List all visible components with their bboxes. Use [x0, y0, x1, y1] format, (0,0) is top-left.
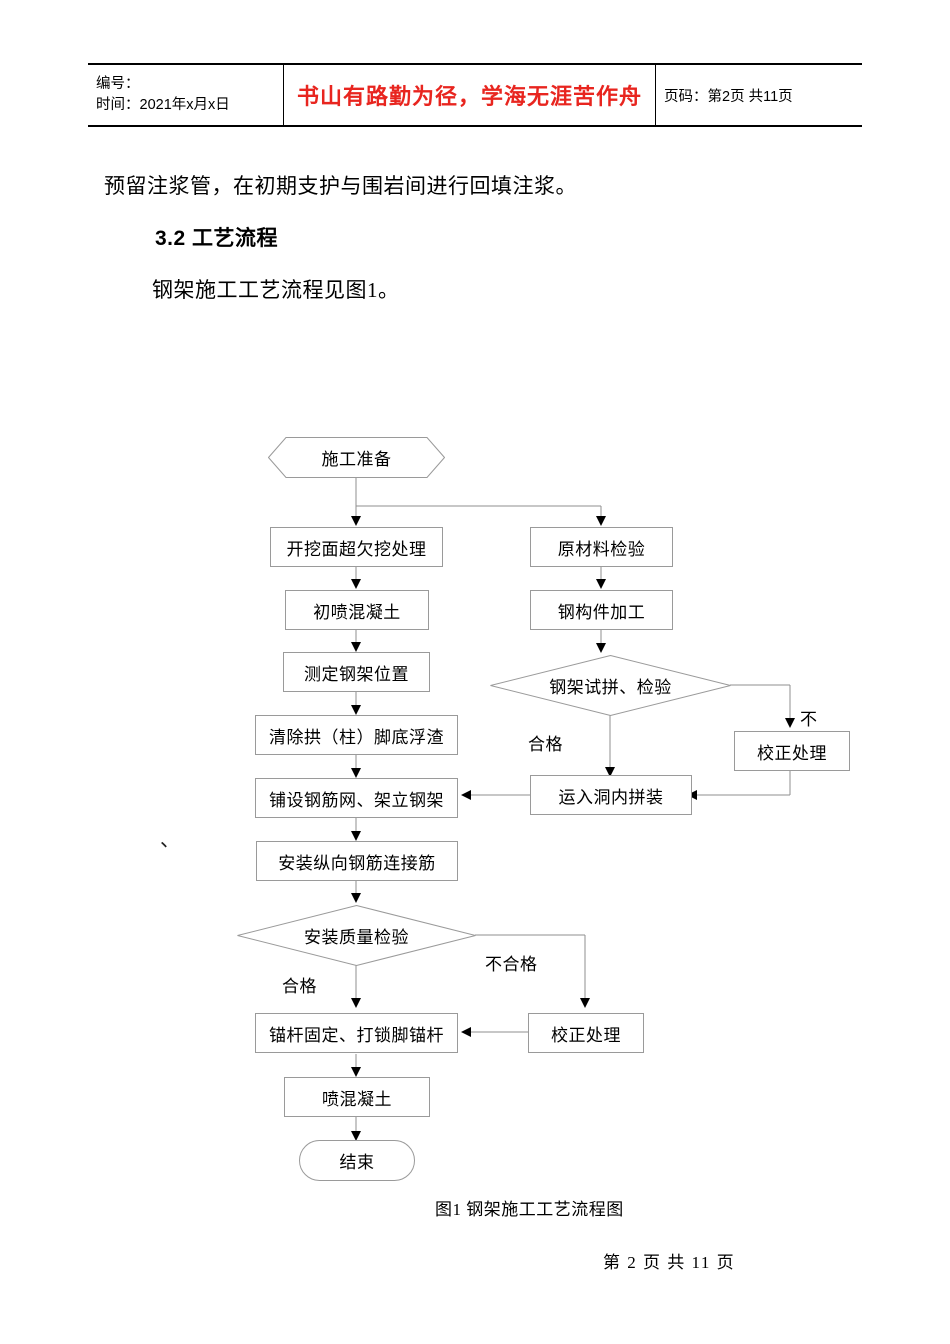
- edge-label-pass-2: 合格: [282, 977, 317, 996]
- header-number-label: 编号：: [96, 75, 140, 92]
- header-cell-meta: 编号： 时间：2021年x月x日: [88, 65, 284, 125]
- flow-node-material-check: 原材料检验: [530, 527, 673, 567]
- flow-node-quality-check-label: 安装质量检验: [304, 928, 409, 947]
- flow-node-lay-mesh: 铺设钢筋网、架立钢架: [255, 778, 458, 818]
- edge-label-fail-2: 不合格: [485, 955, 538, 974]
- edge-label-pass-1: 合格: [528, 735, 563, 754]
- page-footer: 第 2 页 共 11 页: [603, 1253, 736, 1272]
- flow-node-start: 施工准备: [268, 437, 445, 478]
- figure-caption: 图1 钢架施工工艺流程图: [435, 1200, 624, 1219]
- flow-node-trial-assembly-label: 钢架试拼、检验: [549, 678, 672, 697]
- page-header-table: 编号： 时间：2021年x月x日 书山有路勤为径，学海无涯苦作舟 页码：第2页 …: [88, 63, 862, 127]
- header-pagination: 页码：第2页 共11页: [664, 88, 793, 105]
- stray-punctuation-mark: 、: [160, 829, 180, 851]
- header-row: 编号： 时间：2021年x月x日 书山有路勤为径，学海无涯苦作舟 页码：第2页 …: [88, 65, 862, 125]
- flow-node-measure-position: 测定钢架位置: [283, 652, 430, 692]
- flow-node-quality-check: 安装质量检验: [237, 905, 476, 966]
- flow-node-end: 结束: [299, 1140, 415, 1181]
- flow-node-bolt-fix: 锚杆固定、打锁脚锚杆: [255, 1013, 458, 1053]
- flow-node-trial-assembly: 钢架试拼、检验: [490, 655, 731, 716]
- flow-node-shotcrete: 喷混凝土: [284, 1077, 430, 1117]
- flow-node-excavation-face: 开挖面超欠挖处理: [270, 527, 443, 567]
- flow-node-install-rebar: 安装纵向钢筋连接筋: [256, 841, 458, 881]
- flow-node-correct-2: 校正处理: [528, 1013, 644, 1053]
- edge-label-fail-1: 不: [800, 710, 818, 729]
- flow-node-steel-fabrication: 钢构件加工: [530, 590, 673, 630]
- flow-node-correct-1: 校正处理: [734, 731, 850, 771]
- paragraph-figure-ref: 钢架施工工艺流程见图1。: [152, 278, 400, 302]
- header-slogan: 书山有路勤为径，学海无涯苦作舟: [284, 65, 656, 125]
- flow-node-clear-slag: 清除拱（柱）脚底浮渣: [255, 715, 458, 755]
- flow-node-start-label: 施工准备: [321, 450, 392, 469]
- flow-node-initial-shotcrete: 初喷混凝土: [285, 590, 429, 630]
- section-heading-3-2: 3.2 工艺流程: [155, 227, 279, 250]
- flow-node-transport-assembly: 运入洞内拼装: [530, 775, 692, 815]
- header-date-label: 时间：2021年x月x日: [96, 97, 230, 113]
- paragraph-intro: 预留注浆管，在初期支护与围岩间进行回填注浆。: [104, 174, 577, 198]
